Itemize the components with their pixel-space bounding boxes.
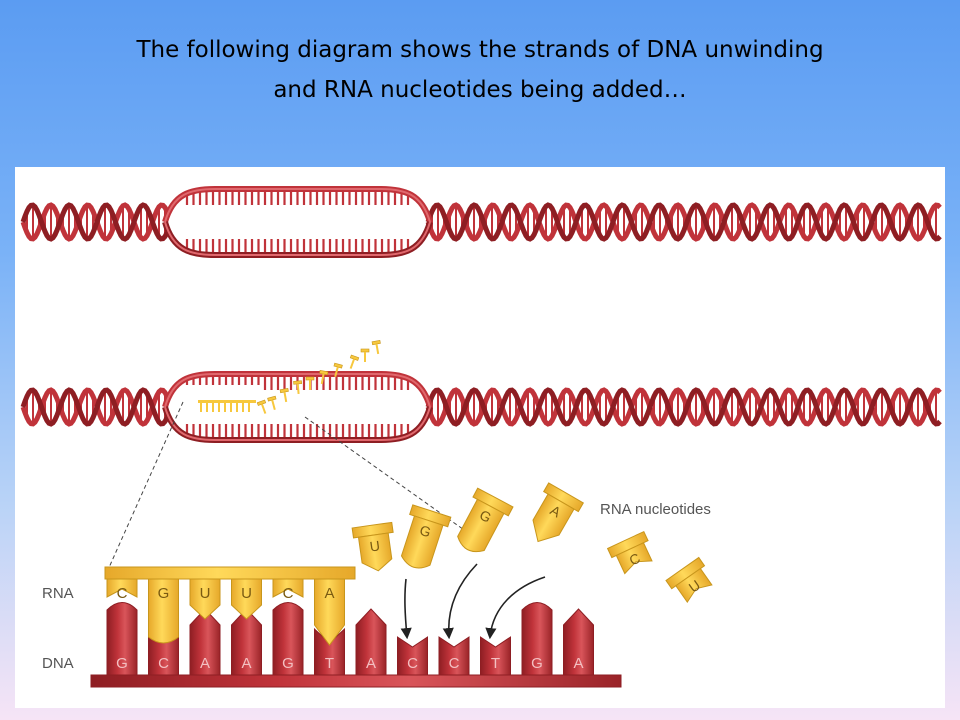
title-line-1: The following diagram shows the strands … [136, 37, 824, 63]
small-free-nucleotide [279, 388, 289, 403]
helix-backbone [425, 387, 942, 427]
rna-base [272, 578, 304, 598]
free-rna-nucleotide: C [606, 530, 653, 575]
dna-base [397, 636, 428, 676]
dna-base-letter: T [325, 655, 334, 672]
rna-nucleotides-label: RNA nucleotides [600, 501, 711, 518]
dna-base [314, 627, 345, 676]
helix-backbone [20, 202, 170, 242]
dna-base-letter: A [200, 655, 210, 672]
dna-base-letter: A [366, 655, 376, 672]
free-rna-nucleotide: G [400, 504, 452, 569]
dna-base-letter: G [116, 655, 128, 672]
dna-base-letter: T [491, 655, 500, 672]
free-rna-nucleotide: A [532, 482, 585, 543]
dna-base [563, 608, 594, 676]
free-rna-nucleotide: U [351, 521, 394, 572]
rna-backbone [104, 566, 356, 580]
pairing-arrow [485, 576, 546, 640]
rna-strand-label: RNA [42, 585, 74, 602]
free-rna-nucleotide: G [457, 487, 514, 553]
rna-base-letter: C [117, 585, 128, 602]
small-free-nucleotide [371, 340, 381, 355]
dna-base-letter: A [573, 655, 583, 672]
helix-backbone [20, 202, 170, 242]
dna-base-letter: A [241, 655, 251, 672]
pairing-arrows [400, 563, 546, 640]
title-line-2: and RNA nucleotides being added… [273, 77, 687, 103]
pairing-arrow [442, 563, 478, 640]
dna-base [272, 602, 304, 676]
dna-base-letter: G [531, 655, 543, 672]
free-nucleotide-letter: U [369, 537, 381, 554]
dna-base [521, 602, 553, 676]
small-rna-strand [198, 400, 256, 403]
dna-base-letter: C [158, 655, 169, 672]
helix-backbone [20, 387, 170, 427]
helix-backbone [20, 387, 170, 427]
bubble-highlight [164, 406, 431, 441]
small-free-nucleotide [305, 376, 315, 390]
dna-backbone [90, 674, 622, 688]
free-nucleotide-letter: G [418, 522, 433, 541]
small-free-nucleotide [333, 362, 343, 378]
rna-base-letter: U [200, 585, 211, 602]
dna-base [106, 602, 138, 676]
small-free-nucleotide [360, 348, 370, 362]
small-free-nucleotide [349, 354, 360, 369]
zoom-guide-lines [106, 401, 468, 573]
small-free-nucleotide [319, 370, 329, 385]
bubble-highlight [164, 221, 431, 256]
rna-base-letter: C [283, 585, 294, 602]
dna-base-letter: G [282, 655, 294, 672]
bubble-highlight [164, 373, 431, 408]
incoming-nucleotides-small [198, 340, 381, 414]
dna-base [355, 608, 387, 676]
slide-title: The following diagram shows the strands … [0, 30, 960, 110]
rna-base [314, 578, 345, 646]
rna-base [231, 578, 262, 620]
dna-base [231, 608, 262, 676]
free-rna-nucleotide: U [665, 556, 713, 604]
dna-helix-top [20, 186, 942, 258]
pairing-arrow [400, 578, 412, 640]
dna-base [189, 608, 221, 676]
small-free-nucleotide [293, 380, 303, 395]
helix-backbone [425, 202, 942, 242]
dna-base-letter: C [449, 655, 460, 672]
dna-base-letter: C [407, 655, 418, 672]
small-free-nucleotide [256, 399, 267, 414]
rna-base [106, 578, 138, 598]
rna-base-letter: U [241, 585, 252, 602]
dna-strand-label: DNA [42, 655, 74, 672]
dna-helix-middle [20, 371, 942, 443]
rna-base [189, 578, 221, 620]
dna-base [480, 636, 511, 676]
rna-base [148, 578, 179, 644]
bubble-highlight [164, 188, 431, 223]
small-free-nucleotide [267, 395, 277, 411]
rna-base-letter: A [324, 585, 334, 602]
rna-base-letter: G [158, 585, 170, 602]
dna-base [438, 636, 470, 676]
